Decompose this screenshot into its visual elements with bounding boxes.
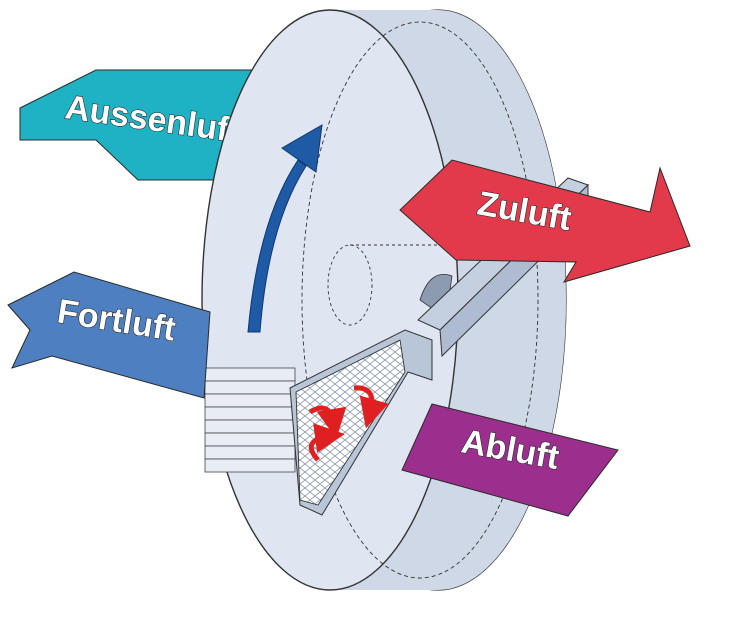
exhaust-air-arrow: Fortluft	[7, 271, 211, 399]
supply-air-arrow-shape	[399, 159, 691, 283]
outside-air-arrow-shape	[19, 69, 281, 181]
shaft-outline	[327, 244, 373, 326]
rotor-matrix	[295, 339, 406, 506]
rotor-inner-rim	[301, 21, 539, 579]
extract-air-arrow-shape	[401, 403, 619, 517]
supply-air-arrow: Zuluft	[399, 159, 691, 283]
curved-up-arrow-icon	[247, 159, 307, 333]
swirl-arrows-icon	[308, 385, 389, 462]
rotation-arrow	[247, 124, 323, 333]
rotation-arrow-head	[281, 124, 323, 173]
outside-air-arrow: Aussenluft	[19, 69, 281, 181]
rotor-segment-stack	[204, 367, 296, 473]
exhaust-air-arrow-shape	[7, 271, 211, 399]
